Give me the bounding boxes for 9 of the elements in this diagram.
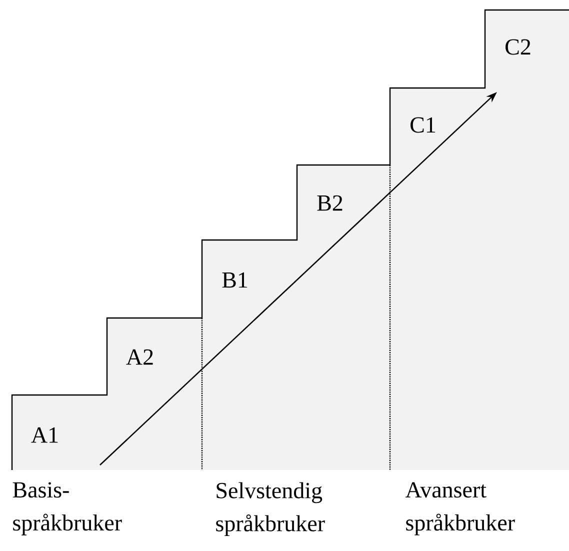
step-label: C2 — [506, 39, 530, 55]
level-caption: Basis- språkbruker — [12, 482, 122, 536]
level-caption: Avansert språkbruker — [405, 482, 515, 536]
step-label: C1 — [410, 117, 436, 133]
step-label: B1 — [222, 272, 248, 288]
level-caption: Selvstendig språkbruker — [216, 482, 325, 536]
step-label: A2 — [126, 349, 153, 365]
step-label: A1 — [31, 427, 58, 443]
step-label: B2 — [317, 195, 342, 211]
